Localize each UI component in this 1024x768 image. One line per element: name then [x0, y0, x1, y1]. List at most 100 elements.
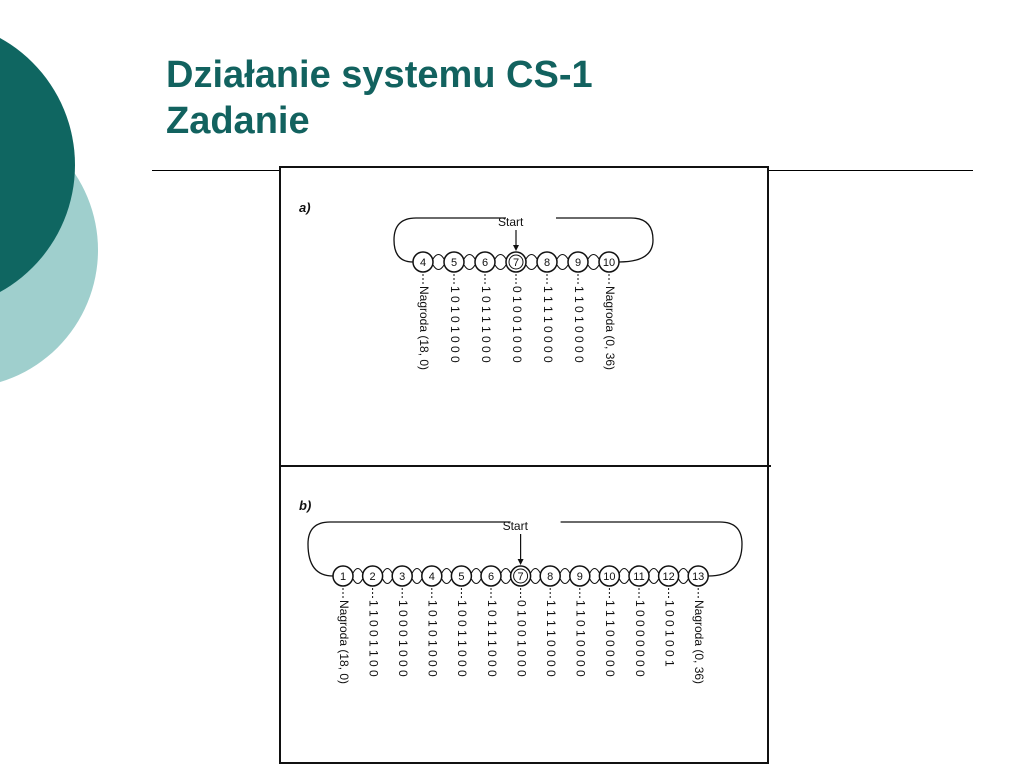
connector-top [559, 567, 571, 574]
connector-bottom [441, 578, 452, 585]
decorative-circles [0, 38, 98, 383]
connector-top [525, 253, 538, 260]
classifier-code: 1 1 0 0 1 1 0 0 [366, 600, 380, 677]
slide-title-line-1: Działanie systemu CS-1 [166, 54, 593, 96]
connector-bottom [618, 578, 630, 585]
state-node [628, 565, 650, 587]
classifier-code: 1 0 0 0 1 0 0 0 [396, 600, 410, 677]
connector-top [587, 253, 600, 260]
connector-bottom [470, 578, 482, 585]
connector-top [556, 253, 569, 260]
connector-top [441, 567, 452, 574]
loop-left-path [307, 521, 511, 577]
start-label: Start [498, 215, 524, 229]
connector-bottom [678, 578, 689, 585]
node-label: 9 [575, 257, 581, 269]
start-node-ring [508, 254, 524, 270]
classifier-code: 1 0 0 1 1 0 0 0 [455, 600, 469, 677]
connector-top [678, 567, 689, 574]
start-arrow-head [513, 245, 519, 251]
node-label: 4 [420, 257, 426, 269]
node-label: 10 [603, 571, 615, 583]
node-label: 12 [662, 571, 674, 583]
start-label: Start [503, 519, 529, 533]
classifier-code: 1 0 1 0 1 0 0 0 [426, 600, 440, 677]
classifier-code: 1 0 0 0 0 0 0 0 [633, 600, 647, 677]
reward-label: Nagroda (18, 0) [337, 600, 351, 684]
slide-title-line-2: Zadanie [166, 100, 310, 142]
state-node [539, 565, 561, 587]
start-node-ring [513, 568, 529, 584]
state-node [361, 565, 384, 587]
connector-bottom [556, 264, 569, 271]
state-node [598, 565, 621, 587]
connector-top [530, 567, 541, 574]
connector-top [352, 567, 364, 574]
node-label: 10 [603, 257, 615, 269]
reward-label: Nagroda (0, 36) [603, 286, 617, 370]
state-node [567, 251, 589, 273]
connector-bottom [589, 578, 600, 585]
node-label: 5 [458, 571, 464, 583]
connector-bottom [530, 578, 541, 585]
state-node [474, 251, 496, 273]
connector-top [648, 567, 660, 574]
classifier-code: 1 1 1 0 0 0 0 0 [603, 600, 617, 677]
slide-title: Działanie systemu CS-1 Zadanie [166, 52, 593, 144]
connector-top [432, 253, 445, 260]
connector-top [500, 567, 512, 574]
state-node [450, 565, 473, 587]
state-node [412, 251, 434, 273]
classifier-code: 1 0 1 1 1 0 0 0 [479, 286, 493, 363]
state-node [421, 565, 443, 587]
classifier-code: 1 0 1 1 1 0 0 0 [485, 600, 499, 677]
connector-bottom [463, 264, 476, 271]
node-label: 11 [633, 571, 644, 583]
loop-right-path [560, 521, 743, 577]
connector-top [589, 567, 600, 574]
connector-top [382, 567, 393, 574]
node-label: 7 [513, 257, 519, 269]
connector-bottom [494, 264, 507, 271]
reward-label: Nagroda (18, 0) [417, 286, 431, 370]
panel-label: a) [299, 200, 311, 215]
state-node [657, 565, 680, 587]
node-label: 3 [399, 571, 405, 583]
classifier-code: 1 1 0 1 0 0 0 0 [574, 600, 588, 677]
classifier-code: 1 1 1 1 0 0 0 0 [541, 286, 555, 363]
loop-right-path [556, 217, 654, 263]
connector-bottom [648, 578, 660, 585]
classifier-code: 1 0 1 0 1 0 0 0 [448, 286, 462, 363]
panel-label: b) [299, 498, 311, 513]
classifier-code: 0 1 0 0 1 0 0 0 [514, 600, 528, 677]
node-label: 13 [692, 571, 704, 583]
state-node [391, 565, 413, 587]
node-label: 9 [577, 571, 583, 583]
dark-teal-circle [0, 38, 75, 292]
node-label: 6 [482, 257, 488, 269]
loop-left-path [393, 217, 506, 263]
node-label: 6 [488, 571, 494, 583]
reward-label: Nagroda (0, 36) [692, 600, 706, 684]
node-label: 8 [547, 571, 553, 583]
classifier-code: 1 1 0 1 0 0 0 0 [572, 286, 586, 363]
connector-bottom [352, 578, 364, 585]
classifier-code: 0 1 0 0 1 0 0 0 [510, 286, 524, 363]
state-node [443, 251, 465, 273]
node-label: 5 [451, 257, 457, 269]
connector-bottom [500, 578, 512, 585]
connector-bottom [525, 264, 538, 271]
state-node [569, 565, 591, 587]
node-label: 2 [370, 571, 376, 583]
node-label: 4 [429, 571, 435, 583]
state-node [332, 565, 354, 587]
connector-bottom [382, 578, 393, 585]
state-node [536, 251, 558, 273]
node-label: 7 [518, 571, 524, 583]
connector-bottom [559, 578, 571, 585]
node-label: 8 [544, 257, 550, 269]
